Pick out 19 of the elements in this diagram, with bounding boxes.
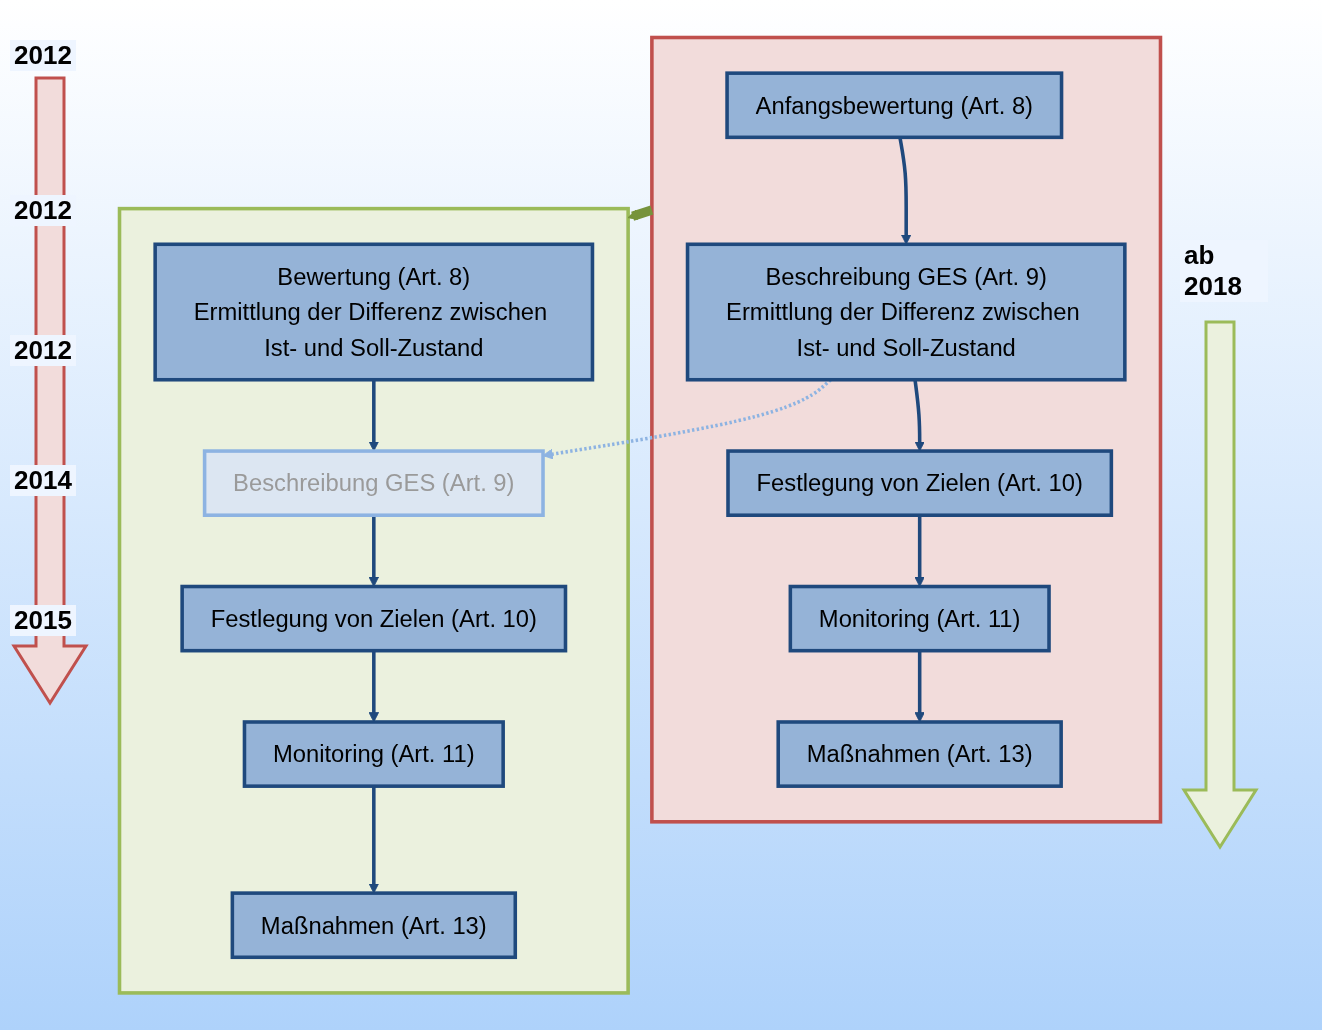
arrow <box>627 205 654 221</box>
node-box: Maßnahmen (Art. 13) <box>230 891 518 959</box>
node-box: Anfangsbewertung (Art. 8) <box>725 71 1064 139</box>
cluster <box>650 35 1163 824</box>
node-box: Monitoring (Art. 11) <box>788 584 1051 653</box>
node-box: Monitoring (Art. 11) <box>242 720 505 788</box>
arrow <box>368 515 380 587</box>
node-box: Beschreibung GES (Art. 9) Ermittlung der Differenz zwischen Ist- und Soll-Zustand <box>685 242 1127 382</box>
node-box: Festlegung von Zielen (Art. 10) <box>726 449 1114 517</box>
year-label: 2014 <box>10 465 76 496</box>
arrow <box>914 515 925 587</box>
node-box: Festlegung von Zielen (Art. 10) <box>180 584 568 653</box>
year-label: 2012 <box>10 40 76 71</box>
node-box: Beschreibung GES (Art. 9) <box>202 449 545 517</box>
node-box: Bewertung (Art. 8) Ermittlung der Differenz zwischen Ist- und Soll-Zustand <box>153 242 595 382</box>
year-label: 2015 <box>10 605 76 636</box>
cluster <box>117 206 630 995</box>
node-box: Maßnahmen (Art. 13) <box>776 720 1063 788</box>
year-label: 2012 <box>10 335 76 366</box>
